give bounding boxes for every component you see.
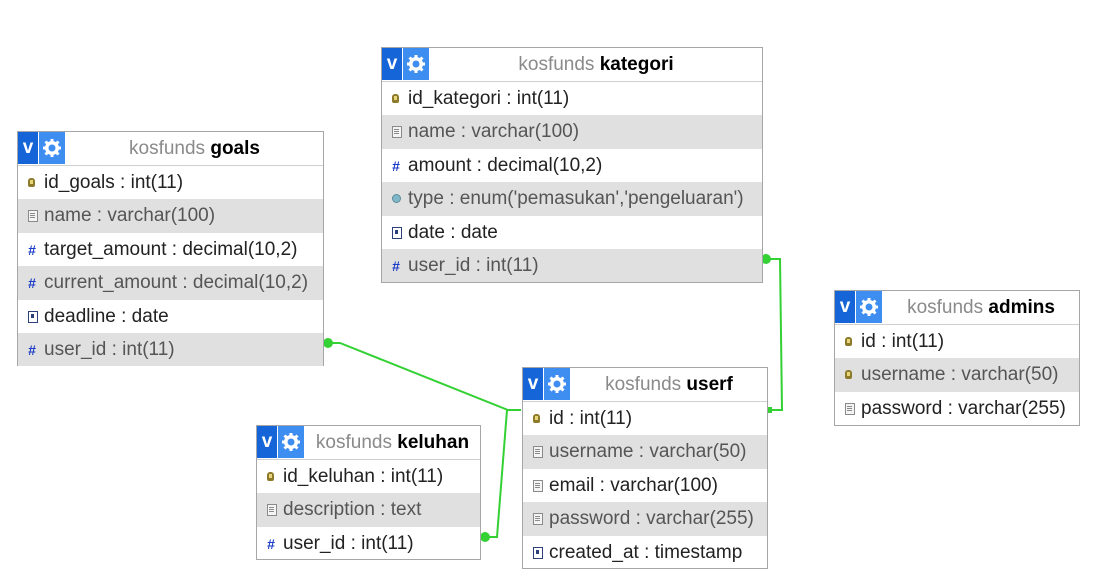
field-row[interactable]: #user_id : int(11) xyxy=(382,248,762,283)
table-title: kosfunds userf xyxy=(605,374,733,395)
field-row[interactable]: #current_amount : decimal(10,2) xyxy=(18,266,323,300)
table-header[interactable]: v kosfunds goals xyxy=(18,132,323,166)
field-row[interactable]: email : varchar(100) xyxy=(523,469,767,502)
gear-icon[interactable] xyxy=(856,291,882,323)
toggle-v-icon[interactable]: v xyxy=(257,426,277,458)
field-row[interactable]: name : varchar(100) xyxy=(18,199,323,233)
primary-key-icon xyxy=(389,82,403,115)
table-header[interactable]: v kosfunds userf xyxy=(523,368,767,402)
date-field-icon xyxy=(389,216,403,249)
table-goals[interactable]: v kosfunds goals id_goals : int(11) name… xyxy=(17,131,324,367)
field-row[interactable]: date : date xyxy=(382,216,762,249)
string-field-icon xyxy=(530,435,544,468)
field-row[interactable]: id_keluhan : int(11) xyxy=(257,460,480,493)
relation-end-keluhan xyxy=(480,532,490,542)
primary-key-icon xyxy=(264,460,278,493)
string-field-icon xyxy=(530,469,544,502)
field-row[interactable]: id_kategori : int(11) xyxy=(382,82,762,115)
string-field-icon xyxy=(530,502,544,535)
primary-key-icon xyxy=(842,325,856,358)
table-header[interactable]: v kosfunds keluhan xyxy=(257,426,480,460)
field-row[interactable]: #amount : decimal(10,2) xyxy=(382,149,762,182)
numeric-field-icon: # xyxy=(28,341,36,358)
table-title: kosfunds keluhan xyxy=(315,432,470,453)
toggle-v-icon[interactable]: v xyxy=(18,132,38,164)
string-field-icon xyxy=(389,115,403,148)
gear-icon[interactable] xyxy=(39,132,65,164)
field-row[interactable]: #user_id : int(11) xyxy=(257,527,480,560)
toggle-v-icon[interactable]: v xyxy=(523,368,543,400)
gear-icon[interactable] xyxy=(544,368,570,400)
numeric-field-icon: # xyxy=(392,157,400,174)
field-row[interactable]: description : text xyxy=(257,493,480,527)
numeric-field-icon: # xyxy=(267,535,275,552)
gear-icon[interactable] xyxy=(278,426,304,458)
string-field-icon xyxy=(264,493,278,526)
date-field-icon xyxy=(530,536,544,569)
field-row[interactable]: deadline : date xyxy=(18,300,323,333)
toggle-v-icon[interactable]: v xyxy=(835,291,855,323)
table-kategori[interactable]: v kosfunds kategori id_kategori : int(11… xyxy=(381,47,763,283)
string-field-icon xyxy=(25,199,39,232)
gear-icon[interactable] xyxy=(403,48,429,80)
table-admins[interactable]: v kosfunds admins id : int(11) username … xyxy=(834,290,1080,426)
field-row[interactable]: password : varchar(255) xyxy=(835,392,1079,425)
numeric-field-icon: # xyxy=(28,241,36,258)
field-row[interactable]: username : varchar(50) xyxy=(835,358,1079,392)
relation-kategori-userf xyxy=(766,258,784,411)
primary-key-icon xyxy=(530,402,544,435)
enum-field-icon xyxy=(389,182,403,215)
table-header[interactable]: v kosfunds admins xyxy=(835,291,1079,325)
table-title: kosfunds goals xyxy=(129,138,260,159)
table-keluhan[interactable]: v kosfunds keluhan id_keluhan : int(11) … xyxy=(256,425,481,560)
table-title: kosfunds admins xyxy=(907,297,1055,318)
unique-key-icon xyxy=(842,358,856,391)
table-header[interactable]: v kosfunds kategori xyxy=(382,48,762,82)
date-field-icon xyxy=(25,300,39,333)
field-row[interactable]: created_at : timestamp xyxy=(523,536,767,569)
table-title: kosfunds kategori xyxy=(518,54,674,75)
numeric-field-icon: # xyxy=(28,275,36,292)
numeric-field-icon: # xyxy=(392,257,400,274)
relation-keluhan-userf xyxy=(484,409,521,538)
relation-end-goals xyxy=(323,338,333,348)
field-row[interactable]: id_goals : int(11) xyxy=(18,166,323,199)
relation-goals-userf xyxy=(327,342,521,411)
field-row[interactable]: id : int(11) xyxy=(523,402,767,435)
field-row[interactable]: #user_id : int(11) xyxy=(18,332,323,367)
field-row[interactable]: type : enum('pemasukan','pengeluaran') xyxy=(382,182,762,216)
field-row[interactable]: username : varchar(50) xyxy=(523,435,767,469)
field-row[interactable]: name : varchar(100) xyxy=(382,115,762,149)
string-field-icon xyxy=(842,392,856,425)
field-row[interactable]: #target_amount : decimal(10,2) xyxy=(18,233,323,266)
table-userf[interactable]: v kosfunds userf id : int(11) username :… xyxy=(522,367,768,569)
field-row[interactable]: password : varchar(255) xyxy=(523,502,767,536)
field-row[interactable]: id : int(11) xyxy=(835,325,1079,358)
primary-key-icon xyxy=(25,166,39,199)
toggle-v-icon[interactable]: v xyxy=(382,48,402,80)
